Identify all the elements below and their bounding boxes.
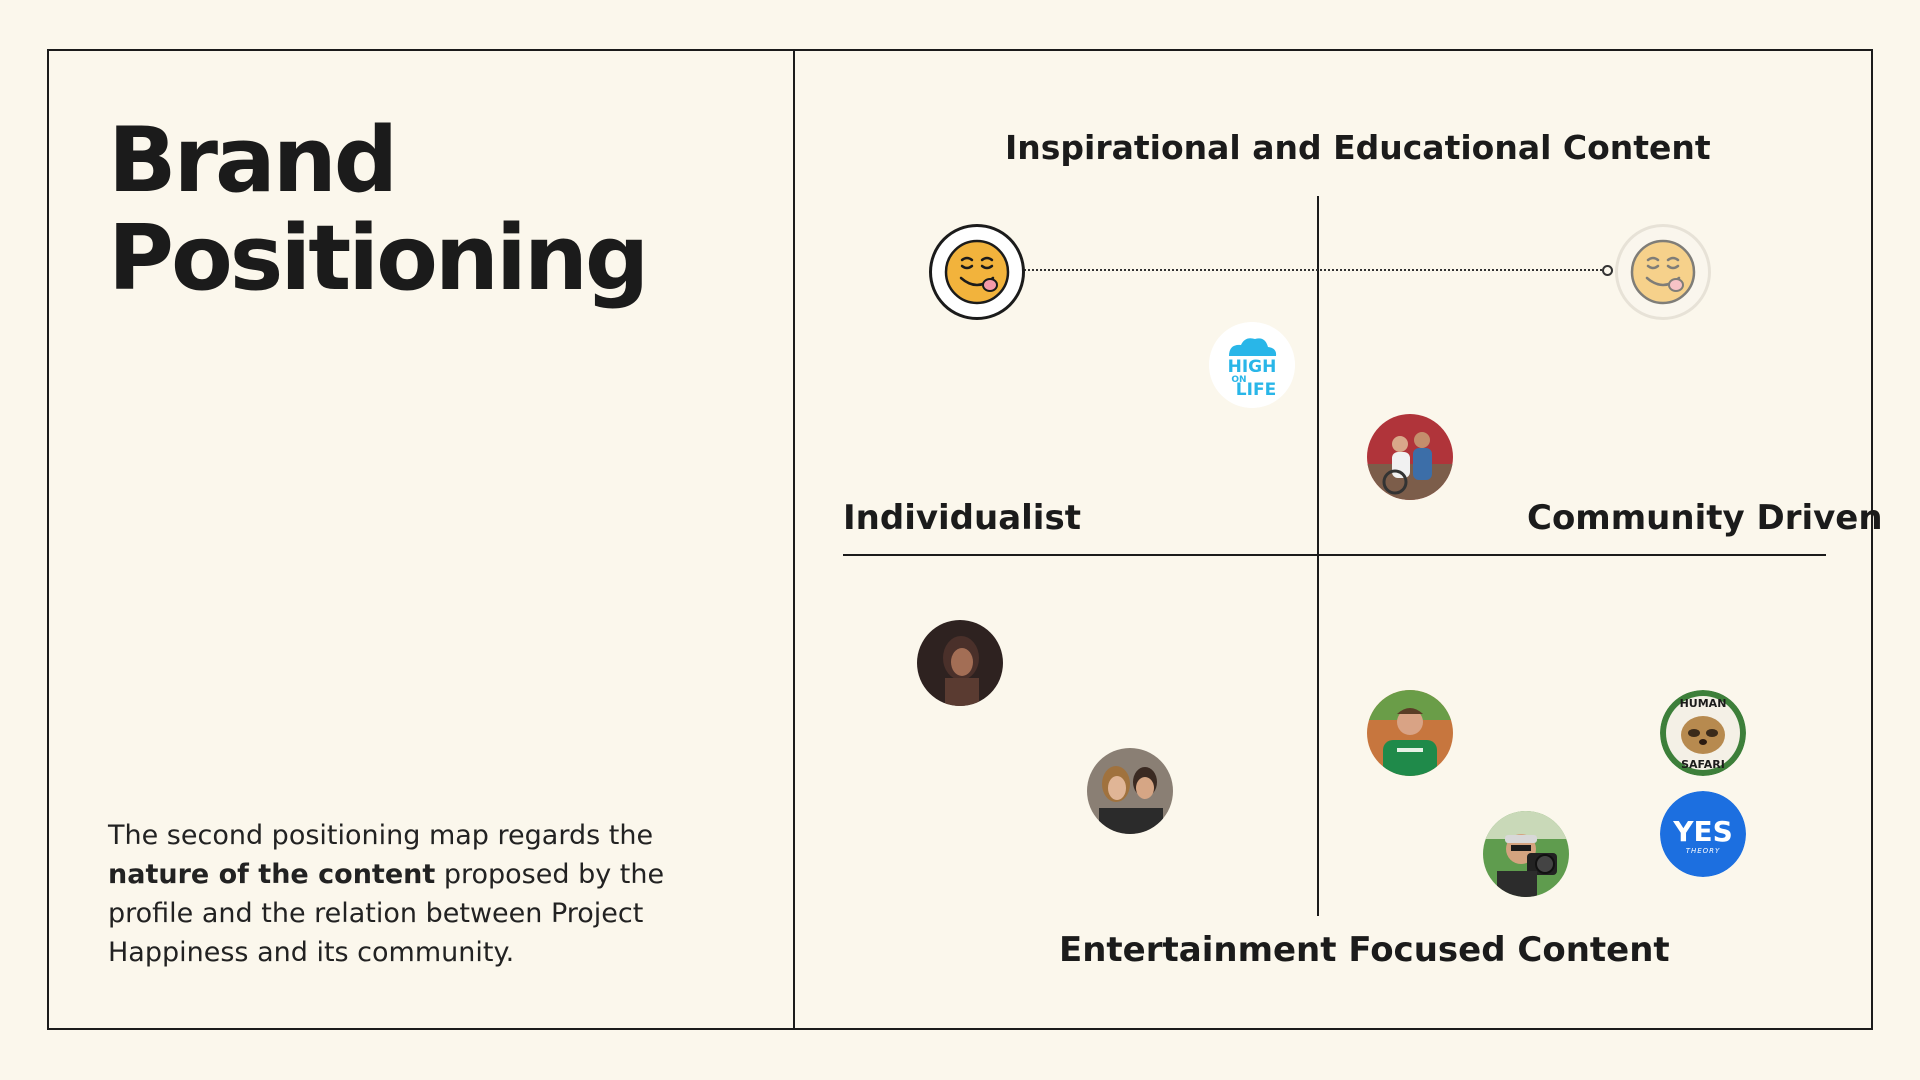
high-on-life-text-2: ON	[1231, 375, 1246, 385]
yes-theory-text-2: THEORY	[1686, 847, 1721, 855]
movement-line-endpoint	[1602, 265, 1613, 276]
duo-avatar	[1087, 748, 1173, 834]
axis-label-top: Inspirational and Educational Content	[1005, 128, 1711, 167]
human-safari-logo: HUMAN SAFARI	[1660, 690, 1746, 776]
description: The second positioning map regards the n…	[108, 816, 688, 972]
axis-label-left: Individualist	[843, 498, 1081, 538]
happy-face-icon	[944, 239, 1010, 305]
human-safari-text-1: HUMAN	[1680, 697, 1727, 710]
page-title: Brand Positioning	[108, 108, 649, 311]
slide-frame	[47, 49, 1873, 1030]
vertical-axis	[1317, 196, 1319, 916]
yes-theory-text-1: YES	[1672, 815, 1733, 848]
couple-avatar	[1367, 414, 1453, 500]
movement-dotted-line	[1024, 269, 1606, 271]
description-bold: nature of the content	[108, 859, 436, 890]
high-on-life-text-3: LIFE	[1236, 380, 1276, 400]
title-line-1: Brand	[108, 108, 398, 213]
human-safari-text-2: SAFARI	[1681, 758, 1725, 771]
description-text-1: The second positioning map regards the	[108, 820, 654, 851]
green-shirt-avatar	[1367, 690, 1453, 776]
yes-theory-logo: YES THEORY	[1660, 791, 1746, 877]
high-on-life-text-1: HIGH	[1228, 357, 1277, 377]
smiley-target-marker	[1615, 224, 1711, 320]
happy-face-icon	[1630, 239, 1696, 305]
high-on-life-logo: HIGH ON LIFE	[1209, 322, 1295, 408]
woman-avatar	[917, 620, 1003, 706]
title-line-2: Positioning	[108, 206, 649, 311]
panel-divider	[793, 49, 795, 1030]
description-text-2: proposed by the profile and the relation…	[108, 859, 665, 968]
axis-label-bottom: Entertainment Focused Content	[1059, 930, 1670, 970]
photographer-avatar	[1483, 811, 1569, 897]
horizontal-axis	[843, 554, 1826, 556]
smiley-current-marker	[929, 224, 1025, 320]
axis-label-right: Community Driven	[1527, 498, 1883, 538]
